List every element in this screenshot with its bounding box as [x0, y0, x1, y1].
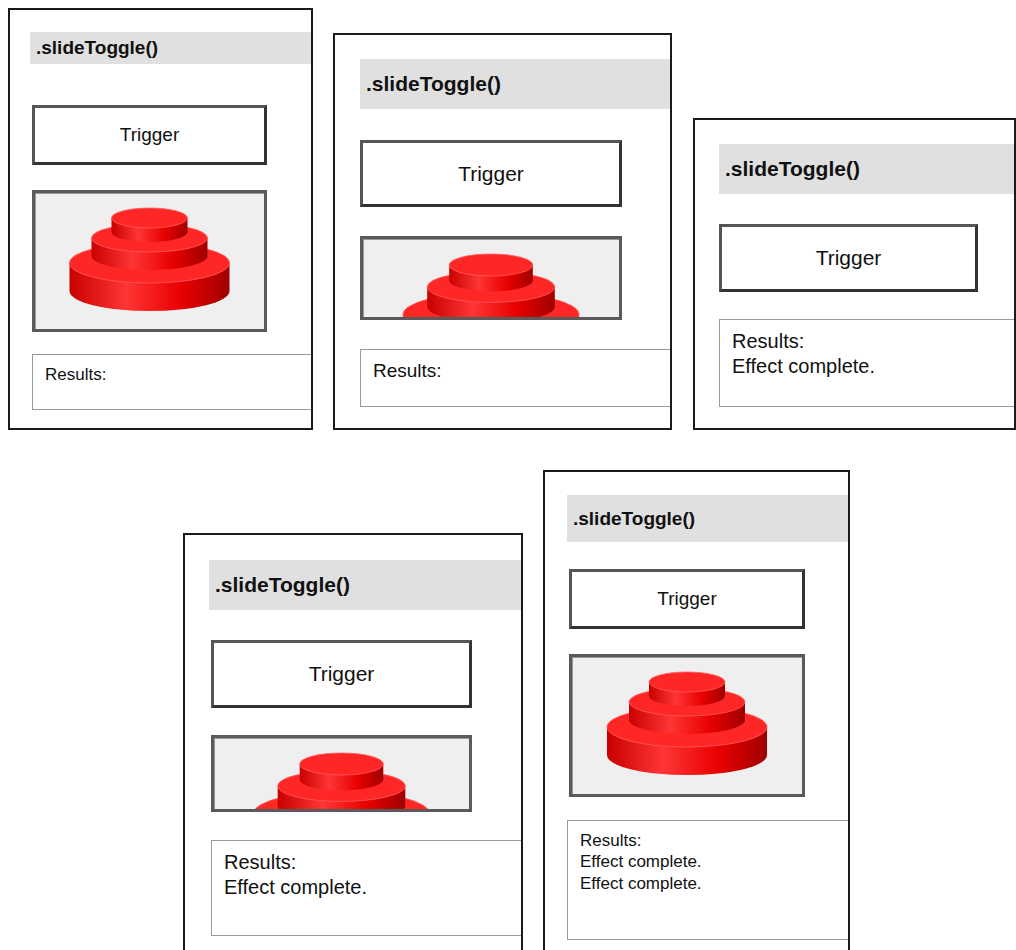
trigger-button: Trigger [211, 640, 472, 708]
results-text: Results: [732, 329, 1006, 354]
trigger-button: Trigger [32, 105, 267, 165]
disc-top [649, 672, 725, 692]
button-label: Trigger [120, 124, 179, 146]
results-text: Effect complete. [580, 851, 840, 872]
button-label: Trigger [657, 588, 716, 610]
trigger-button: Trigger [569, 569, 805, 629]
image-box [569, 654, 805, 797]
demo-panel: .slideToggle() TriggerResults: [8, 8, 313, 430]
results-text: Effect complete. [224, 875, 513, 900]
results-text: Results: [580, 830, 840, 851]
trigger-button: Trigger [360, 140, 622, 207]
panel-heading: .slideToggle() [360, 59, 670, 109]
disc-top [449, 254, 533, 276]
disc-top [300, 753, 384, 775]
panel-heading: .slideToggle() [567, 495, 848, 542]
results-text: Effect complete. [732, 354, 1006, 379]
stacked-disc-illustration [35, 193, 264, 329]
demo-panel: .slideToggle()TriggerResults:Effect comp… [543, 470, 850, 950]
image-box [32, 190, 267, 332]
panel-heading: .slideToggle() [719, 144, 1014, 194]
demo-panel: .slideToggle() TriggerResults:Effect comp… [693, 118, 1016, 430]
results-text: Results: [224, 850, 513, 875]
panel-heading: .slideToggle() [30, 32, 311, 64]
button-label: Trigger [309, 662, 375, 686]
demo-panel: .slideToggle() TriggerResults:Effect comp… [183, 533, 523, 950]
panel-heading: .slideToggle() [209, 560, 521, 610]
results-text: Results: [373, 359, 662, 383]
results-box: Results:Effect complete.Effect complete. [567, 820, 850, 940]
results-box: Results: [32, 354, 313, 410]
stacked-disc-illustration [572, 657, 802, 794]
button-label: Trigger [458, 162, 524, 186]
results-text: Results: [45, 364, 303, 385]
stacked-disc-illustration [363, 239, 619, 317]
results-box: Results: [360, 349, 672, 407]
disc-top [112, 208, 188, 228]
results-box: Results:Effect complete. [211, 840, 523, 936]
button-label: Trigger [816, 246, 882, 270]
stacked-disc-illustration [214, 738, 469, 809]
results-text: Effect complete. [580, 873, 840, 894]
results-box: Results:Effect complete. [719, 319, 1016, 407]
demo-panel: .slideToggle() TriggerResults: [333, 33, 672, 430]
image-box [211, 735, 472, 812]
image-box [360, 236, 622, 320]
trigger-button: Trigger [719, 224, 978, 292]
